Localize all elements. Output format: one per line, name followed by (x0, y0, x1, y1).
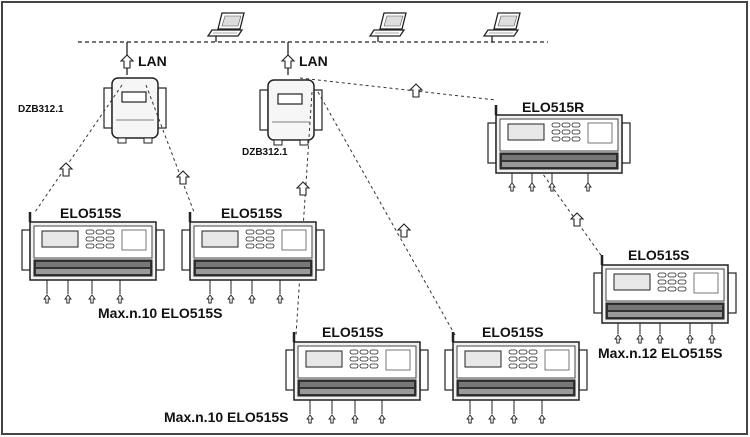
up-arrow-icon (306, 414, 314, 424)
max-label: Max.n.12 ELO515S (598, 345, 723, 361)
wireless-arrow-icon (296, 181, 310, 196)
wireless-arrow-icon (570, 212, 584, 227)
up-arrow-icon (116, 294, 124, 304)
up-arrow-icon (538, 414, 546, 424)
max-label: Max.n.10 ELO515S (164, 409, 289, 425)
up-arrow-icon (614, 334, 622, 344)
up-arrow-icon (510, 414, 518, 424)
up-arrow-icon (43, 294, 51, 304)
lan-label: LAN (299, 53, 328, 69)
up-arrow-icon (206, 294, 214, 304)
wireless-arrow-icon (176, 170, 190, 185)
up-arrow-icon (708, 334, 716, 344)
io-wires (617, 323, 713, 334)
wireless-arrow-icon (409, 83, 423, 98)
io-wires (511, 173, 589, 183)
node-module (180, 210, 326, 282)
up-arrow-icon (378, 414, 386, 424)
up-arrow-icon (328, 414, 336, 424)
node-module (284, 330, 430, 402)
node-module (592, 253, 738, 325)
up-arrow-icon (64, 294, 72, 304)
lan-label: LAN (138, 53, 167, 69)
gateway-label: DZB312.1 (18, 104, 64, 115)
up-arrow-icon (466, 414, 474, 424)
wireless-arrow-icon (120, 54, 134, 69)
module-label: ELO515S (628, 247, 689, 263)
laptop-icon (483, 12, 521, 37)
laptop-icon (369, 12, 407, 37)
up-arrow-icon (508, 182, 516, 192)
up-arrow-icon (686, 334, 694, 344)
gateway-device (259, 79, 323, 146)
laptop-icon (207, 12, 245, 37)
up-arrow-icon (276, 294, 284, 304)
up-arrow-icon (88, 294, 96, 304)
up-arrow-icon (636, 334, 644, 344)
up-arrow-icon (488, 414, 496, 424)
up-arrow-icon (528, 182, 536, 192)
module-label: ELO515S (60, 205, 121, 221)
up-arrow-icon (584, 182, 592, 192)
up-arrow-icon (351, 414, 359, 424)
repeater-label: ELO515R (522, 99, 584, 115)
module-label: ELO515S (322, 324, 383, 340)
gateway-device (103, 77, 167, 144)
wireless-arrow-icon (59, 162, 73, 177)
gateway-label: DZB312.1 (242, 147, 288, 158)
io-wires (309, 400, 543, 414)
wireless-arrow-icon (397, 223, 411, 238)
module-label: ELO515S (221, 205, 282, 221)
io-wires (46, 280, 281, 294)
up-arrow-icon (248, 294, 256, 304)
module-label: ELO515S (482, 324, 543, 340)
max-label: Max.n.10 ELO515S (98, 305, 223, 321)
node-module (20, 210, 166, 282)
up-arrow-icon (656, 334, 664, 344)
wireless-arrow-icon (281, 54, 295, 69)
up-arrow-icon (227, 294, 235, 304)
repeater-module (486, 103, 632, 175)
node-module (443, 330, 589, 402)
